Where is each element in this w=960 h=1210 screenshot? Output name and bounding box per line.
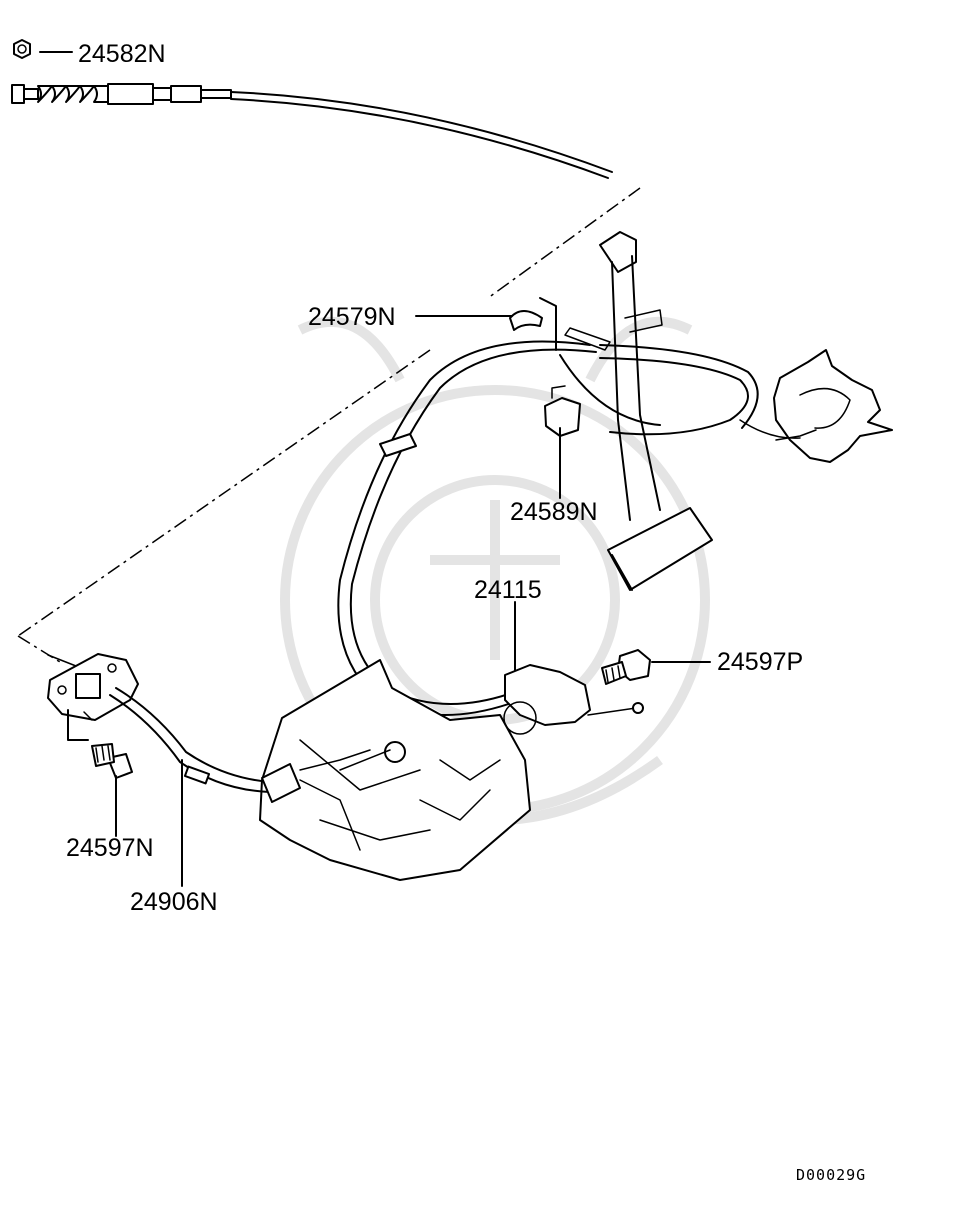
part-label-24115[interactable]: 24115 [474, 576, 542, 604]
leader-dashes [17, 187, 641, 663]
cable-end-icon [11, 83, 232, 105]
bolt-icon [601, 649, 651, 685]
part-label-24597n[interactable]: 24597N [66, 834, 154, 862]
bolt-icon [91, 743, 133, 779]
actuator-bracket-assembly [47, 649, 651, 881]
part-label-24906n[interactable]: 24906N [130, 888, 218, 916]
throttle-cable-assembly [11, 39, 613, 179]
part-label-24582n[interactable]: 24582N [78, 40, 166, 68]
accelerator-cable [337, 310, 801, 716]
part-label-24597p[interactable]: 24597P [717, 648, 803, 676]
nut-icon [13, 39, 31, 59]
part-label-24589n[interactable]: 24589N [510, 498, 598, 526]
diagram-code: D00029G [796, 1166, 866, 1184]
callout-lines [39, 51, 711, 887]
part-label-24579n[interactable]: 24579N [308, 303, 396, 331]
accelerator-pedal-assembly [599, 231, 893, 591]
